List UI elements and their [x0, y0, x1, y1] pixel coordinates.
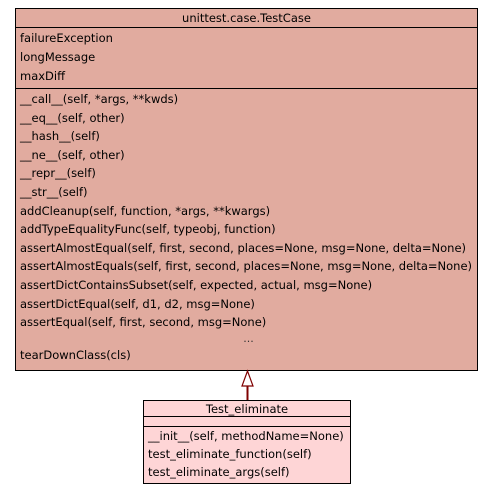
base-class-name: unittest.case.TestCase [16, 9, 477, 28]
inheritance-arrowhead [241, 369, 254, 387]
operation: __repr__(self) [20, 166, 96, 181]
operation: addTypeEqualityFunc(self, typeobj, funct… [20, 222, 276, 237]
derived-class-attributes [144, 417, 350, 427]
derived-class-box[interactable]: Test_eliminate __init__(self, methodName… [143, 400, 351, 484]
operation: assertAlmostEqual(self, first, second, p… [20, 240, 467, 255]
operation: __hash__(self) [20, 129, 100, 144]
operation: __init__(self, methodName=None) [148, 429, 344, 443]
attribute: maxDiff [20, 69, 66, 83]
operation: addCleanup(self, function, *args, **kwar… [20, 203, 271, 218]
operation: __eq__(self, other) [20, 110, 125, 125]
operation: test_eliminate_args(self) [148, 465, 290, 479]
attribute: longMessage [20, 50, 96, 64]
derived-class-operations: __init__(self, methodName=None) test_eli… [144, 427, 350, 483]
operation: __call__(self, *args, **kwds) [20, 92, 179, 106]
operation: assertDictContainsSubset(self, expected,… [20, 277, 373, 292]
operations-ellipsis: ... [243, 331, 254, 345]
operation: __str__(self) [20, 184, 88, 199]
base-class-operations: __call__(self, *args, **kwds) __eq__(sel… [16, 89, 477, 366]
operation: tearDownClass(cls) [20, 347, 131, 362]
operation: assertAlmostEquals(self, first, second, … [20, 259, 473, 274]
base-class-box[interactable]: unittest.case.TestCase failureException … [15, 8, 478, 371]
operation: __ne__(self, other) [20, 147, 125, 162]
operation: test_eliminate_function(self) [148, 447, 312, 461]
base-class-attributes: failureException longMessage maxDiff [16, 28, 477, 89]
attribute: failureException [20, 31, 113, 45]
operation: assertDictEqual(self, d1, d2, msg=None) [20, 296, 255, 311]
operation: assertEqual(self, first, second, msg=Non… [20, 315, 267, 330]
derived-class-name: Test_eliminate [144, 401, 350, 417]
